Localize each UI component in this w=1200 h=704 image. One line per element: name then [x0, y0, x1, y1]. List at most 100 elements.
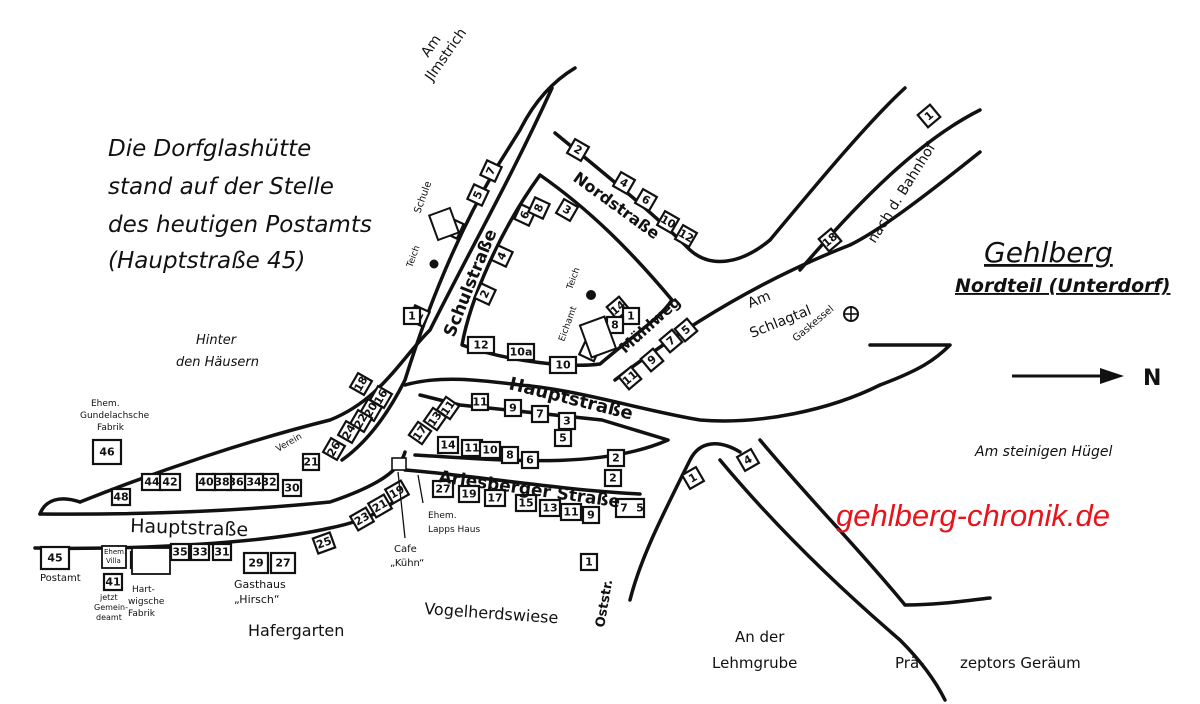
pond-icon: [586, 290, 596, 300]
svg-text:44: 44: [144, 476, 160, 489]
label-hartwig: Fabrik: [128, 609, 156, 619]
house-marker: 23: [348, 506, 376, 532]
note-line: (Hauptstraße 45): [108, 248, 305, 274]
house-marker: 46: [91, 438, 123, 466]
label-schule: Schule: [412, 180, 434, 215]
map-title-block: Gehlberg Nordteil (Unterdorf): [955, 236, 1171, 297]
svg-text:1: 1: [408, 310, 416, 323]
street-label-hauptstrasse-west: Hauptstraße: [130, 515, 249, 541]
house-marker: 7: [478, 158, 504, 184]
house-marker: 12: [673, 223, 699, 249]
house-marker: 14: [436, 435, 460, 455]
svg-text:10: 10: [555, 359, 571, 372]
house-marker: 41: [102, 572, 124, 592]
area-label-lehmgrube: An der: [735, 628, 785, 646]
svg-text:19: 19: [461, 488, 476, 501]
house-marker: 2: [606, 448, 626, 468]
svg-text:17: 17: [410, 423, 429, 443]
svg-text:6: 6: [526, 454, 534, 467]
east-road: [868, 343, 952, 387]
lapps-haus-pointer: [417, 474, 424, 504]
house-marker: 27: [269, 551, 297, 575]
hartwig-factory-building: [131, 547, 171, 575]
house-marker: 35: [169, 542, 191, 562]
house-marker: 11: [435, 395, 461, 421]
area-labels: Hinter den Häusern Am Schlagtal Am stein…: [176, 288, 1112, 672]
house-markers: 1 5 7 3 4 2 12 10a 10 6 8 3 2 4 6 10 12 …: [39, 103, 942, 592]
house-marker: 9: [581, 505, 601, 525]
landmarks: [101, 206, 859, 575]
house-marker: 1: [579, 552, 599, 572]
note-line: stand auf der Stelle: [108, 174, 334, 200]
label-lapps: Ehem.: [428, 511, 457, 521]
svg-text:9: 9: [587, 509, 595, 522]
house-marker: 18: [348, 371, 374, 397]
svg-text:7: 7: [620, 502, 628, 515]
house-marker: 11: [617, 365, 643, 391]
label-postamt: Postamt: [40, 573, 81, 584]
arlesberger-road: [413, 393, 670, 463]
house-marker: 21: [301, 452, 321, 472]
svg-text:27: 27: [435, 483, 450, 496]
house-marker: 48: [110, 487, 132, 507]
label-eichamt: Eichamt: [557, 305, 579, 343]
house-marker: [614, 497, 646, 519]
label-hartwig: Hart-: [132, 585, 155, 595]
label-hirsch: Gasthaus: [234, 578, 286, 591]
svg-text:3: 3: [563, 415, 571, 428]
svg-text:12: 12: [473, 339, 488, 352]
house-marker: 38: [211, 472, 233, 492]
svg-text:11: 11: [620, 368, 640, 388]
house-marker: 2: [565, 137, 591, 163]
house-marker: 33: [189, 542, 211, 562]
north-arrow: N: [1012, 366, 1161, 391]
house-marker: 1: [680, 465, 706, 491]
house-marker: 15: [514, 493, 538, 513]
svg-text:45: 45: [47, 552, 62, 565]
house-marker: 7: [620, 502, 628, 515]
label-gemeindeamt: Gemein-: [94, 603, 128, 612]
hauptstrasse-road: [38, 450, 407, 516]
svg-text:18: 18: [352, 374, 371, 394]
house-marker: 9: [503, 398, 523, 418]
house-marker: 3: [554, 197, 580, 223]
house-marker: 9: [639, 347, 665, 373]
house-marker: 7: [530, 404, 550, 424]
label-villa: Villa: [106, 557, 121, 565]
house-marker: 10: [478, 440, 502, 460]
svg-text:26: 26: [325, 439, 344, 459]
house-marker: 8: [500, 445, 520, 465]
svg-text:11: 11: [472, 396, 487, 409]
hauptstrasse-center-road: [403, 377, 882, 423]
house-marker: 4: [735, 447, 761, 473]
south-road: [718, 458, 947, 702]
house-marker: 3: [557, 411, 577, 431]
svg-text:31: 31: [214, 546, 229, 559]
svg-text:8: 8: [506, 449, 514, 462]
house-marker: 5: [636, 502, 644, 515]
area-label-hinter: Hinter: [196, 333, 238, 348]
cafe-pointer: [397, 471, 406, 539]
svg-text:10: 10: [482, 444, 498, 457]
svg-text:35: 35: [172, 546, 187, 559]
area-label-hinter: den Häusern: [176, 355, 259, 370]
house-marker: 17: [483, 488, 507, 508]
svg-text:8: 8: [611, 319, 619, 332]
villa-building: [101, 545, 127, 569]
svg-text:7: 7: [536, 408, 544, 421]
map-subtitle: Nordteil (Unterdorf): [955, 275, 1171, 297]
label-gundelach: Gundelachsche: [80, 411, 150, 421]
svg-text:5: 5: [559, 432, 567, 445]
house-marker: 25: [311, 530, 337, 556]
house-marker: 27: [431, 479, 455, 499]
svg-text:30: 30: [284, 482, 300, 495]
eichamt-building: [578, 315, 618, 359]
house-marker: 11: [559, 502, 583, 522]
area-label-steinig: Am steinigen Hügel: [974, 444, 1112, 460]
label-gemeindeamt: deamt: [96, 613, 122, 622]
label-teich: Teich: [405, 244, 422, 270]
svg-text:1: 1: [585, 556, 593, 569]
gas-holder-icon: [843, 306, 859, 322]
area-label-praezeptor: zeptors Geräum: [960, 654, 1081, 672]
schulstrasse-road: [78, 86, 554, 504]
